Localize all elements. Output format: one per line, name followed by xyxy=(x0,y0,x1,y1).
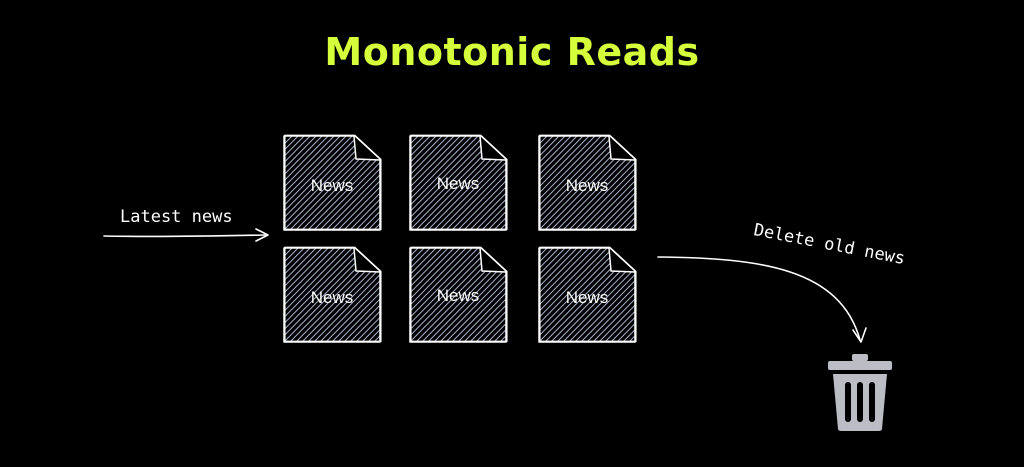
trash-icon xyxy=(828,354,892,431)
input-arrow-head xyxy=(255,228,269,242)
latest-news-label: Latest news xyxy=(120,207,233,227)
input-arrow xyxy=(103,234,267,238)
document-label: News xyxy=(565,176,609,195)
document-label: News xyxy=(565,288,609,307)
document-news-3: News xyxy=(537,134,641,234)
document-icon xyxy=(538,134,637,231)
document-label: News xyxy=(310,288,354,307)
diagram-title: Monotonic Reads xyxy=(324,30,700,74)
document-label: News xyxy=(310,176,354,195)
document-label: News xyxy=(436,174,480,193)
document-icon xyxy=(283,246,382,343)
document-icon xyxy=(409,246,508,343)
document-news-1: News xyxy=(282,134,386,234)
document-news-5: News xyxy=(408,246,512,346)
delete-arrow-head xyxy=(852,327,867,343)
document-news-6: News xyxy=(537,246,641,346)
document-icon xyxy=(283,134,382,231)
delete-arrow xyxy=(657,256,861,341)
document-news-4: News xyxy=(282,246,386,346)
document-icon xyxy=(409,134,508,231)
document-label: News xyxy=(436,286,480,305)
document-icon xyxy=(538,246,637,343)
document-news-2: News xyxy=(408,134,512,234)
